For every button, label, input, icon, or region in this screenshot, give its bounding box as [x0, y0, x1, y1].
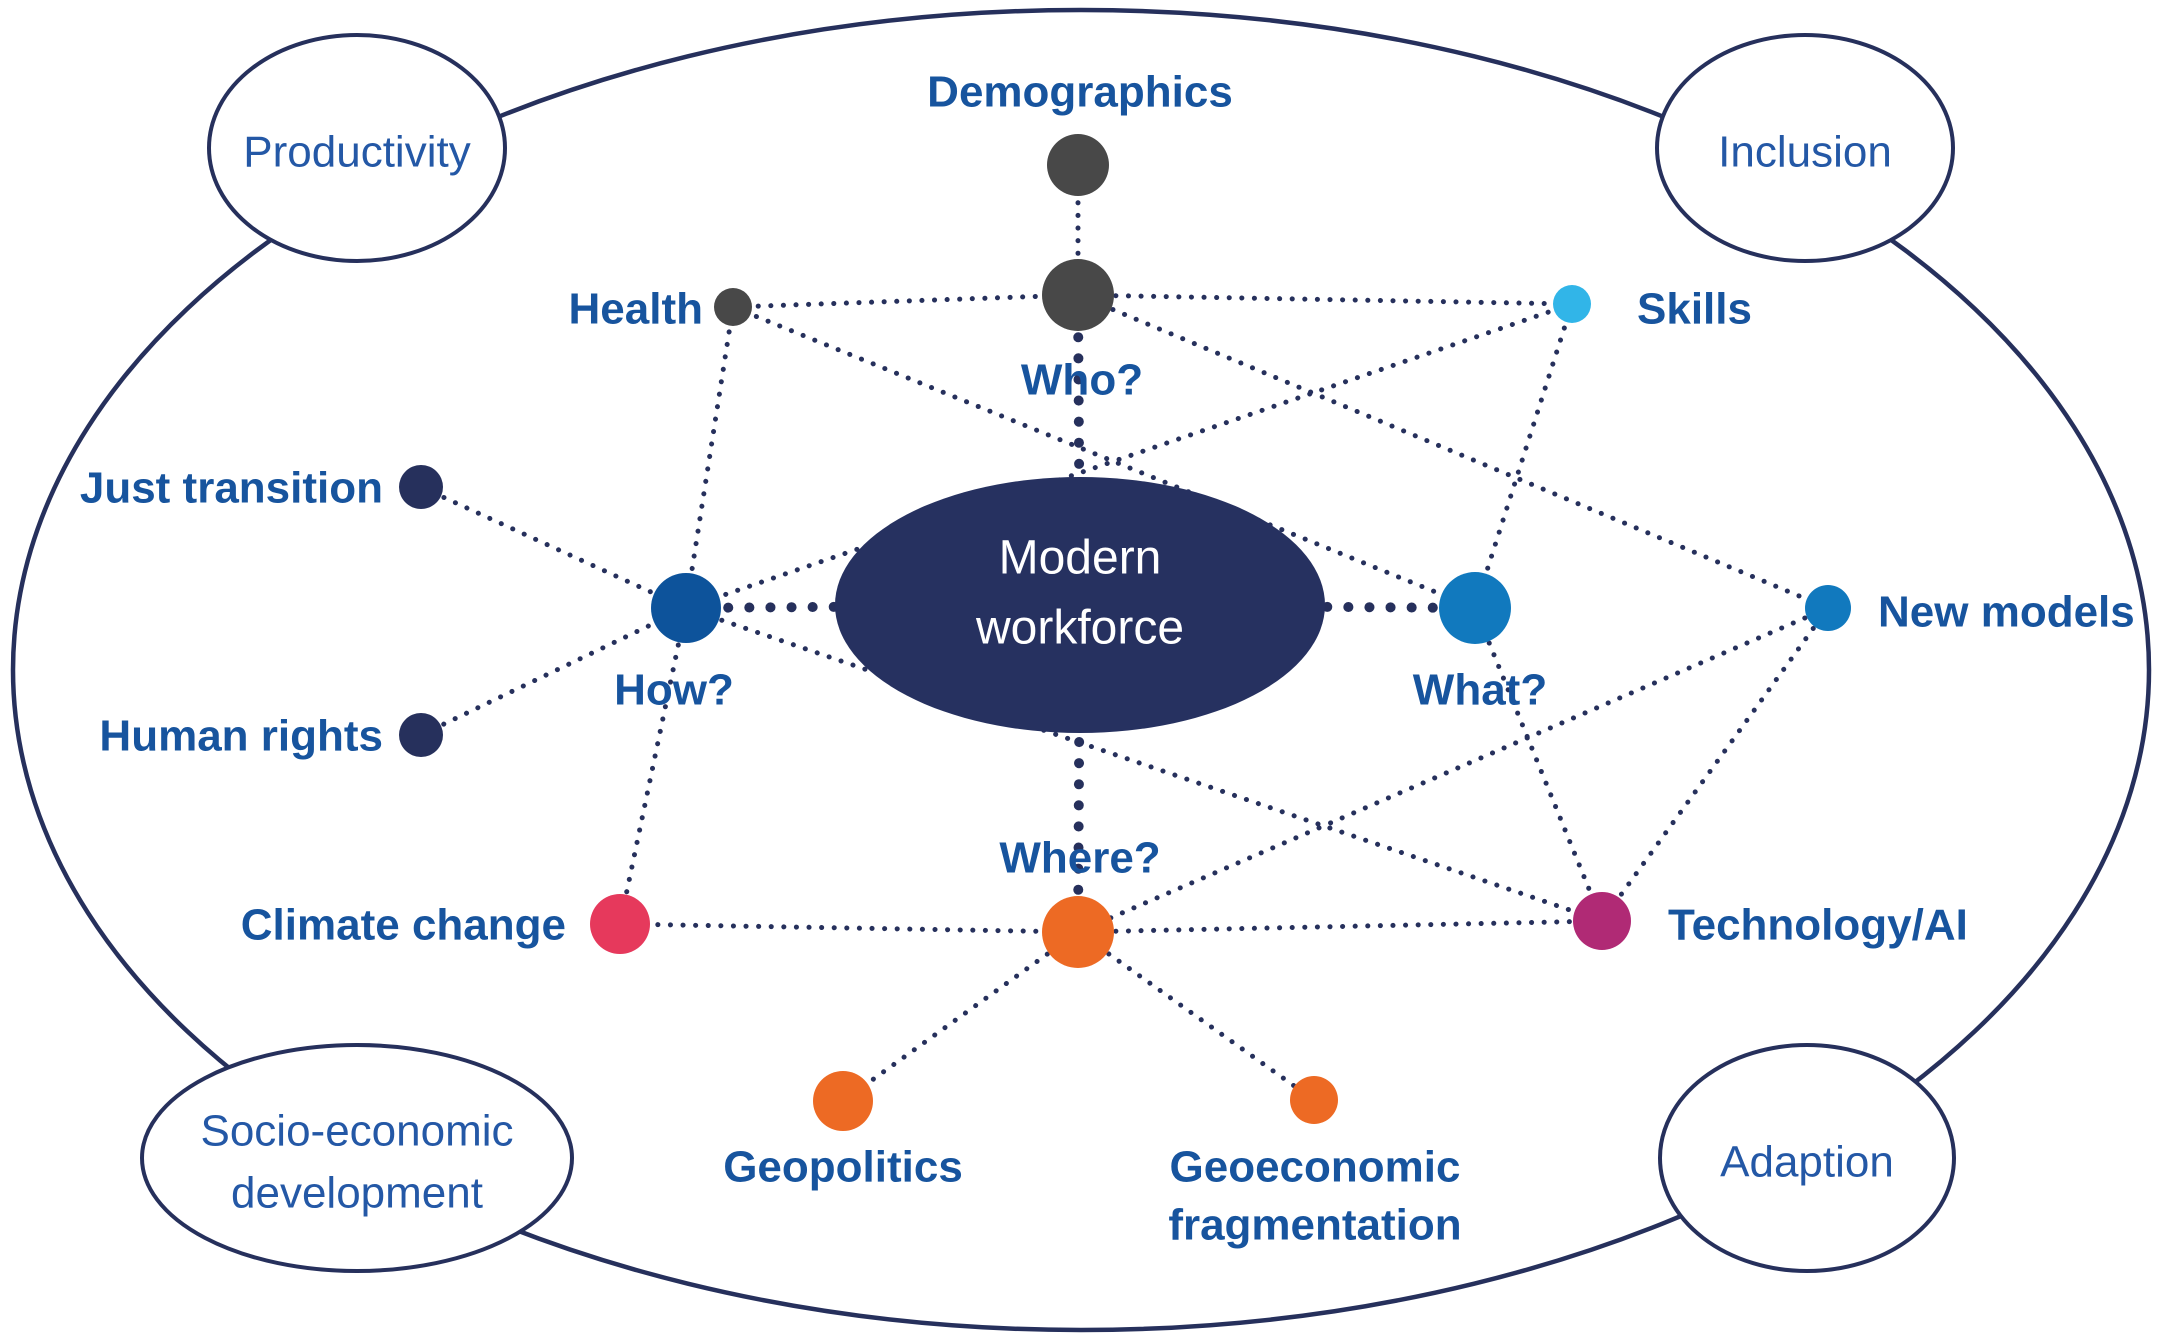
node-label-how: How?	[614, 666, 734, 715]
node-what	[1439, 572, 1511, 644]
node-label-technology-ai: Technology/AI	[1668, 901, 1968, 950]
edge-what-center	[1075, 600, 1480, 613]
node-how	[651, 573, 721, 643]
node-just-transition	[399, 465, 443, 509]
node-new-models	[1805, 585, 1851, 631]
node-label-geoeconomic-fragmentation-line-1: Geoeconomic	[1170, 1143, 1461, 1192]
node-where	[1042, 896, 1114, 968]
edge-where-geoeconomic-fragmentation	[1075, 929, 1317, 1103]
node-climate-change	[590, 894, 650, 954]
corner-oval-label-inclusion: Inclusion	[1718, 128, 1892, 177]
corner-oval-adaption	[1658, 1043, 1956, 1273]
corner-oval-label-socio-economic-development-line-1: Socio-economic	[200, 1107, 513, 1156]
node-skills	[1553, 285, 1591, 323]
corner-oval-productivity	[207, 33, 507, 263]
edge-health-who	[730, 292, 1081, 310]
corner-oval-label-productivity: Productivity	[243, 128, 470, 177]
edge-skills-how	[683, 301, 1575, 611]
node-label-where: Where?	[999, 834, 1160, 883]
edge-skills-what	[1472, 301, 1575, 611]
node-geoeconomic-fragmentation	[1290, 1076, 1338, 1124]
edge-who-skills	[1075, 292, 1575, 307]
edge-just-transition-how	[418, 484, 689, 611]
edge-human-rights-how	[418, 605, 689, 738]
node-geopolitics	[813, 1071, 873, 1131]
center-label-line-1: Modern	[999, 532, 1162, 585]
nodes-layer	[399, 134, 1851, 1131]
node-label-health: Health	[569, 285, 703, 334]
node-health	[714, 288, 752, 326]
center-label-line-2: workforce	[975, 602, 1184, 655]
node-demographics	[1047, 134, 1109, 196]
edge-how-center	[681, 600, 1085, 613]
corner-oval-inclusion	[1655, 33, 1955, 263]
edge-new-models-technology-ai	[1599, 605, 1831, 924]
edge-how-climate-change	[617, 605, 689, 927]
node-label-human-rights: Human rights	[99, 712, 383, 761]
corner-oval-label-socio-economic-development-line-2: development	[231, 1169, 483, 1218]
edge-what-technology-ai	[1472, 605, 1605, 924]
node-human-rights	[399, 713, 443, 757]
corner-oval-label-adaption: Adaption	[1720, 1138, 1894, 1187]
node-label-just-transition: Just transition	[80, 464, 383, 513]
outer-ring	[10, 7, 2152, 1333]
node-technology-ai	[1573, 892, 1631, 950]
node-label-skills: Skills	[1637, 285, 1752, 334]
outer-ring-layer	[10, 7, 2152, 1333]
edge-health-how	[683, 304, 736, 611]
node-label-geoeconomic-fragmentation-line-2: fragmentation	[1168, 1201, 1461, 1250]
node-label-who: Who?	[1021, 356, 1143, 405]
edge-new-models-where	[1075, 605, 1831, 935]
node-who	[1042, 259, 1114, 331]
edge-where-technology-ai	[1075, 918, 1605, 935]
node-label-what: What?	[1413, 666, 1547, 715]
center-layer: Modern workforce	[835, 477, 1325, 733]
edge-climate-change-where	[617, 921, 1081, 935]
edge-where-geopolitics	[840, 929, 1081, 1104]
node-label-geopolitics: Geopolitics	[723, 1143, 963, 1192]
node-label-demographics: Demographics	[927, 68, 1233, 117]
node-label-climate-change: Climate change	[241, 901, 566, 950]
edge-how-technology-ai	[683, 605, 1605, 924]
edge-health-what	[730, 304, 1478, 611]
node-label-new-models: New models	[1878, 588, 2135, 637]
center-ellipse-modern-workforce	[835, 477, 1325, 733]
corner-oval-socio-economic-development	[140, 1043, 574, 1273]
